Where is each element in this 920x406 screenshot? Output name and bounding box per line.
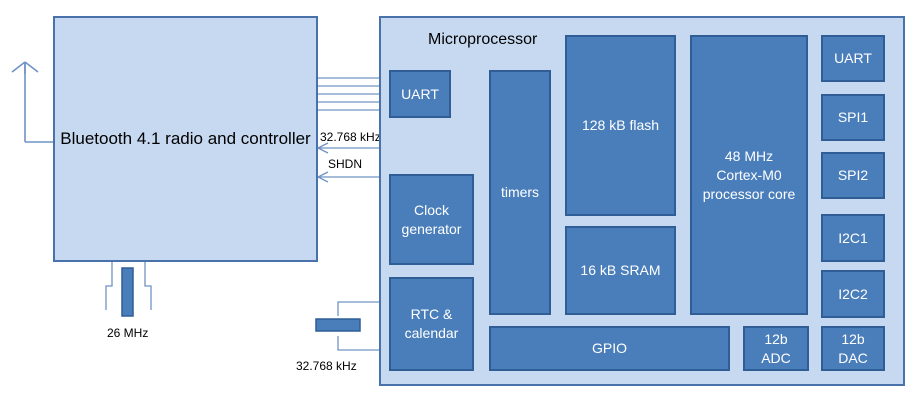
sram-block: 16 kB SRAM [565,226,676,315]
shdn-signal-label: SHDN [328,157,363,171]
uart-right-block: UART [821,35,885,82]
clock-signal-label: 32.768 kHz [320,130,381,144]
shdn-signal-arrow [316,171,389,183]
bluetooth-label: Bluetooth 4.1 radio and controller [60,129,311,148]
gpio-block: GPIO [489,326,730,371]
uart-bus-lines [318,77,389,111]
i2c1-block: I2C1 [821,214,885,262]
processor-core-block: 48 MHz Cortex-M0 processor core [690,35,808,315]
crystal-26mhz-icon [105,262,152,317]
bluetooth-radio-block: Bluetooth 4.1 radio and controller [53,16,318,262]
crystal-32khz-label: 32.768 kHz [296,359,357,373]
crystal-32khz-icon [315,301,390,351]
spi2-block: SPI2 [821,152,885,199]
rtc-calendar-block: RTC & calendar [389,277,474,371]
microprocessor-title: Microprocessor [428,31,538,48]
clock-generator-block: Clock generator [389,174,474,265]
adc-block: 12b ADC [743,326,809,371]
flash-memory-block: 128 kB flash [565,35,676,216]
crystal-26mhz-label: 26 MHz [107,326,149,340]
clock-signal-arrow [316,142,389,154]
uart-left-block: UART [389,70,451,118]
i2c2-block: I2C2 [821,270,885,318]
antenna-icon [11,61,53,143]
dac-block: 12b DAC [821,326,885,371]
timers-block: timers [489,70,551,315]
spi1-block: SPI1 [821,94,885,141]
